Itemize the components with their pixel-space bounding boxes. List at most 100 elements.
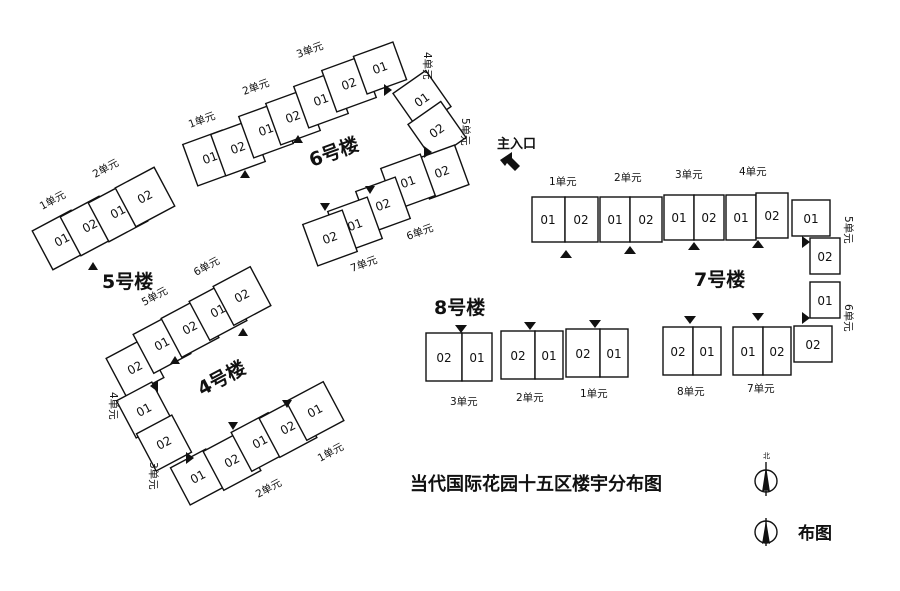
unit-cell: [285, 380, 345, 442]
unit-label: 2单元: [91, 157, 122, 181]
unit-number: 02: [638, 213, 653, 227]
unit-cell: [599, 328, 629, 378]
unit-number: 01: [817, 294, 832, 308]
unit-cell: [114, 166, 176, 228]
unit-label: 8单元: [677, 386, 705, 398]
unit-cell: [565, 328, 601, 378]
unit-cell: [762, 326, 792, 376]
building-label: 5号楼: [102, 270, 153, 293]
entrance-marker: [186, 452, 194, 464]
entrance-marker: [365, 186, 375, 194]
unit-number: 01: [250, 432, 270, 452]
unit-cell: [629, 196, 663, 243]
building-label: 8号楼: [434, 296, 485, 319]
unit-number: 01: [305, 401, 325, 421]
unit-label: 6单元: [405, 222, 436, 243]
unit-cell: [692, 326, 722, 376]
unit-label: 1单元: [38, 189, 69, 213]
unit-number: 01: [699, 345, 714, 359]
unit-number: 01: [607, 213, 622, 227]
unit-number: 02: [817, 250, 832, 264]
unit-cell: [793, 325, 833, 363]
entrance-marker: [524, 322, 536, 330]
unit-cell: [809, 237, 841, 275]
entrance-marker: [170, 356, 180, 364]
unit-number: 01: [606, 347, 621, 361]
entrance-marker: [589, 320, 601, 328]
unit-number: 02: [805, 338, 820, 352]
unit-number: 01: [541, 349, 556, 363]
unit-cell: [599, 196, 631, 243]
unit-number: 02: [135, 187, 155, 207]
unit-number: 01: [188, 467, 208, 487]
unit-label: 2单元: [614, 172, 642, 184]
unit-number: 02: [222, 451, 242, 471]
entrance-marker: [802, 312, 810, 324]
unit-number: 02: [764, 209, 779, 223]
entrance-arrow-icon: [500, 152, 520, 171]
unit-cell: [725, 194, 757, 241]
unit-number: 02: [278, 418, 298, 438]
entrance-marker: [150, 380, 158, 392]
unit-label: 3单元: [675, 169, 703, 181]
main-entrance-label: 主入口: [497, 136, 536, 152]
compass-caption: 布图: [798, 523, 832, 544]
entrance-marker: [238, 328, 248, 336]
unit-number: 02: [339, 75, 358, 93]
unit-number: 01: [311, 91, 330, 109]
unit-label: 3单元: [147, 462, 159, 490]
unit-label: 1单元: [187, 110, 218, 131]
unit-cell: [500, 330, 536, 380]
unit-cell: [461, 332, 493, 382]
unit-label: 6单元: [192, 255, 223, 279]
unit-number: 02: [573, 213, 588, 227]
unit-label: 4单元: [107, 392, 119, 420]
unit-number: 02: [154, 433, 174, 453]
main-entrance: 主入口: [497, 136, 536, 171]
unit-number: 02: [769, 345, 784, 359]
entrance-marker: [228, 422, 238, 430]
unit-number: 01: [108, 202, 128, 222]
building-label: 4号楼: [194, 356, 250, 400]
unit-number: 01: [52, 230, 72, 250]
building-7: 01 02 01 02 01 02 01 02 01 02 01 02 01 0…: [531, 166, 854, 398]
unit-number: 02: [436, 351, 451, 365]
unit-number: 02: [373, 196, 392, 214]
unit-cell: [301, 209, 359, 267]
entrance-marker: [802, 236, 810, 248]
building-label: 6号楼: [306, 133, 362, 172]
entrance-marker: [752, 313, 764, 321]
entrance-marker: [688, 242, 700, 250]
unit-number: 02: [701, 211, 716, 225]
unit-number: 02: [432, 163, 451, 181]
unit-label: 2单元: [241, 77, 272, 98]
building-label: 7号楼: [694, 268, 745, 291]
unit-number: 01: [134, 400, 154, 420]
compass-north-label: 北: [763, 452, 770, 460]
unit-cell: [755, 192, 789, 239]
unit-label: 5单元: [842, 216, 854, 244]
unit-label: 2单元: [254, 477, 285, 501]
unit-number: 01: [469, 351, 484, 365]
entrance-marker: [560, 250, 572, 258]
entrance-marker: [88, 262, 98, 270]
entrance-marker: [684, 316, 696, 324]
unit-number: 01: [671, 211, 686, 225]
unit-number: 02: [125, 358, 145, 378]
entrance-marker: [752, 240, 764, 248]
entrance-marker: [384, 84, 392, 96]
unit-cell: [791, 199, 831, 237]
unit-number: 01: [152, 334, 172, 354]
building-6: 01 02 01 02 01 02 01 01: [181, 40, 471, 275]
unit-label: 4单元: [739, 166, 767, 178]
unit-number: 01: [345, 216, 364, 234]
unit-label: 7单元: [349, 254, 380, 275]
unit-number: 02: [228, 139, 247, 157]
unit-number: 02: [320, 229, 339, 247]
unit-label: 3单元: [295, 40, 326, 61]
entrance-marker: [455, 325, 467, 333]
unit-number: 01: [540, 213, 555, 227]
unit-number: 01: [200, 149, 219, 167]
